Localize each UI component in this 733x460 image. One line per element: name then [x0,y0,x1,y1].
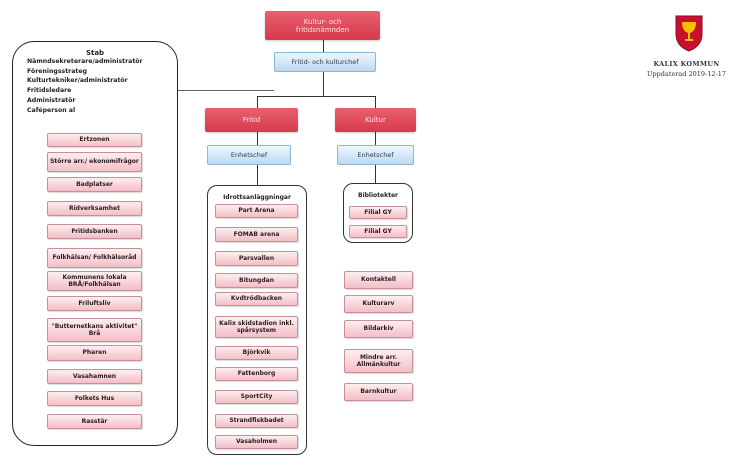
library-item: Filial GY [349,225,407,238]
fritid-label: Fritid [242,116,261,124]
board-title-line2: fritidsnämnden [295,25,350,34]
fritid-item: Kvdtrödbacken [215,292,298,306]
fritid-item: Kalix skidstadion inkl. spårsystem [215,316,298,338]
library-item: Filial GY [349,206,407,219]
kultur-item: Bildarkiv [344,320,413,338]
fritid-item: Fattenborg [215,367,298,381]
fritid-item: FOMAB arena [215,227,298,242]
stab-item: Fritidsbanken [47,224,142,239]
board-title-line1: Kultur- och [303,17,342,26]
stab-title: Stab [85,49,105,57]
connector-horizontal [257,96,375,97]
kultur-item: Kontaktell [344,271,413,289]
fritid-group-title: Idrottsanläggningar [223,194,291,201]
fritid-item: SportCity [215,390,298,404]
stab-item: Ridverksamhet [47,201,142,216]
stab-item: Kommunens lokala BRÅ/Folkhälsan [47,271,142,291]
connector-kultur-group [375,165,376,183]
board-box: Kultur- och fritidsnämnden [265,11,380,40]
municipality-crest-icon [675,15,703,52]
fritid-item: Part Arena [215,204,298,218]
kultur-unit-head-label: Enhetschef [357,151,394,159]
connector-mgmt-down [323,72,324,96]
kultur-box: Kultur [335,108,416,132]
stab-item: Folkhälsan/ Folkhälsoråd [47,248,142,268]
kultur-item: Mindre arr. Allmänkultur [344,349,413,373]
fritid-unit-head-label: Enhetschef [230,151,268,159]
connector-stab [178,90,274,91]
fritid-item: Strandfiskbadet [215,414,298,428]
stab-item: Vasahamnen [47,369,142,384]
fritid-item: Parsvallen [215,251,298,266]
connector-fritid [257,96,258,108]
connector-fritid-unit [257,132,258,145]
kultur-unit-head-box: Enhetschef [337,145,414,165]
management-box: Fritid- och kulturchef [274,52,376,72]
fritid-item: Vasaholmen [215,435,298,449]
stab-item: "Butternetkans aktivitet" Brå [47,318,142,342]
kultur-item: Barnkultur [344,383,413,401]
stab-item: Friluftsliv [47,296,142,311]
kultur-item: Kulturarv [344,295,413,313]
management-label: Fritid- och kulturchef [291,58,359,66]
stab-role-list: Nämndsekreterare/administratör Förenings… [27,57,143,115]
connector-fritid-group [257,165,258,185]
fritid-unit-head-box: Enhetschef [207,145,291,165]
stab-item: Rasstär [47,414,142,429]
connector-kultur [375,96,376,108]
fritid-item: Bitungdan [215,273,298,288]
stab-item: Större arr./ ekonomifrågor [47,152,142,172]
stab-role: Kulturtekniker/administratör [27,77,128,85]
stab-role: Caféperson al [27,106,76,114]
stab-item: Badplatser [47,177,142,192]
kultur-library-title: Bibliotekter [358,192,398,199]
connector-kultur-unit [375,132,376,145]
fritid-item: Björkvik [215,346,298,360]
stab-item: Ertzonen [47,133,142,147]
stab-item: Pharen [47,345,142,361]
municipality-name: KALIX KOMMUN [653,60,720,68]
stab-role: Fritidsledare [27,87,72,95]
updated-date: Uppdaterad 2019-12-17 [647,70,726,78]
connector-top [323,40,324,52]
stab-item: Folkets Hus [47,391,142,406]
fritid-box: Fritid [205,108,298,132]
kultur-label: Kultur [365,116,386,124]
stab-role: Administratör [27,96,76,104]
stab-role: Föreningsstrateg [27,67,87,75]
stab-role: Nämndsekreterare/administratör [27,58,143,65]
